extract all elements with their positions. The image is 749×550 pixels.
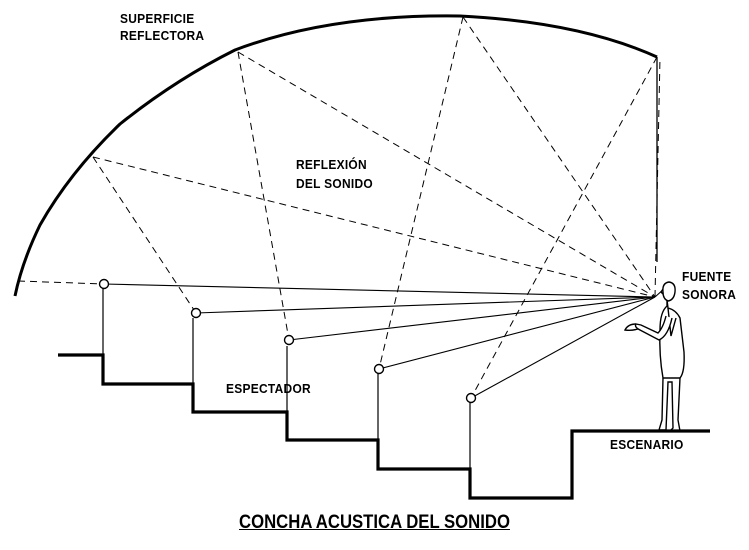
step-risers	[102, 289, 471, 469]
stage-label: ESCENARIO	[610, 437, 684, 452]
surface-label-line1: SUPERFICIE	[120, 11, 195, 26]
surface-label-line2: REFLECTORA	[120, 28, 205, 43]
spectator-heads	[98, 278, 477, 404]
speaker-figure	[623, 281, 685, 432]
source-label-line2: SONORA	[682, 287, 737, 302]
spectator-label: ESPECTADOR	[226, 381, 311, 396]
diagram-title: CONCHA ACUSTICA DEL SONIDO	[239, 512, 510, 533]
reflection-label-line2: DEL SONIDO	[296, 176, 373, 191]
direct-sound-lines	[103, 283, 666, 399]
reflection-label-line1: REFLEXIÓN	[296, 157, 367, 172]
source-label-line1: FUENTE	[682, 269, 732, 284]
reflection-rays	[17, 16, 661, 399]
seating-steps	[58, 353, 710, 500]
reflector-surface	[13, 14, 658, 297]
